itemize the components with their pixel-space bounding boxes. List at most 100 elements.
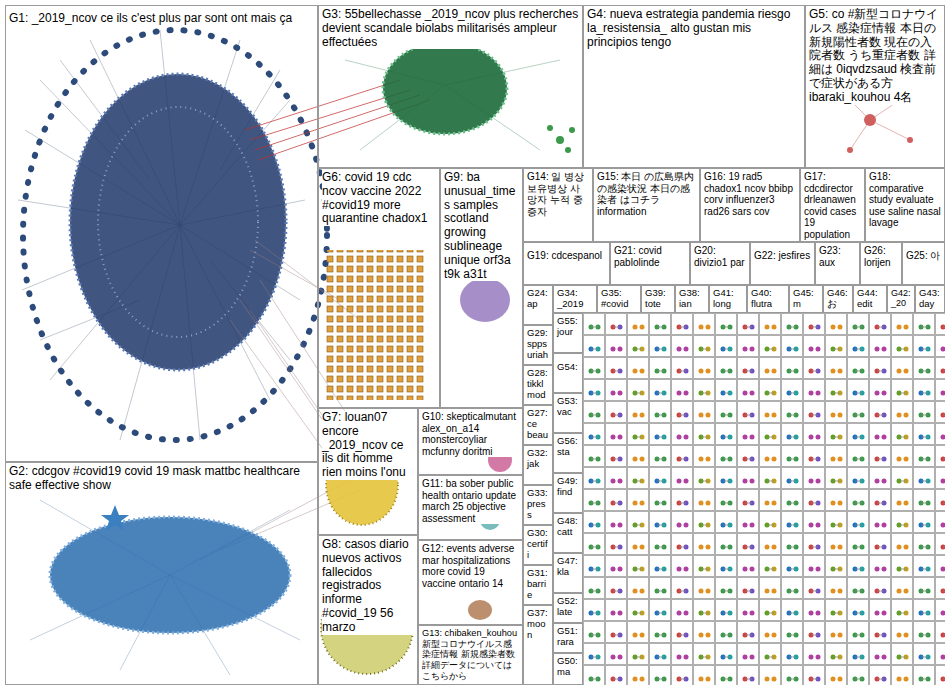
group-label: G56: sta [557,436,579,458]
group-box: G33: press [523,485,553,525]
group-label: G20: divizio1 par [694,245,746,268]
group-box: G12: events adverse mar hospitalizations… [418,540,523,625]
group-box: G42: _20 [887,285,915,313]
group-label: G7: louan07 encore _2019_ncov ce ils dit… [322,411,414,480]
group-label: G27: ce beau [527,408,549,441]
group-label: G26: lorijen [864,245,898,268]
group-label: G10: skepticalmutant alex_on_a14 monster… [422,411,519,457]
group-box: G20: divizio1 par [690,242,750,285]
group-label: G1: _2019_ncov ce ils c'est plus par son… [9,12,292,26]
group-box: G23: aux [815,242,860,285]
group-box: G56: sta [553,433,583,473]
group-box: G54: [553,353,583,393]
group-box: G14: 일 병상 보유병상 사망자 누적 중증자 [523,168,593,242]
group-label: G39: tote [645,288,671,310]
group-box: G35: #covid [597,285,641,313]
group-label: G16: 19 rad5 chadox1 ncov bbibp corv inf… [704,171,796,217]
group-box: G51: rara [553,623,583,653]
group-label: G51: rara [557,626,579,648]
group-box: G55: jour [553,313,583,353]
group-label: G8: casos diario nuevos activos fallecid… [322,538,414,635]
group-box: G6: covid 19 cdc ncov vaccine 2022 #covi… [318,168,440,408]
group-label: G37: moon [527,608,549,641]
group-box: G7: louan07 encore _2019_ncov ce ils dit… [318,408,418,535]
group-box: G4: nueva estrategia pandemia riesgo la_… [583,5,805,168]
group-label: G13: chibaken_kouhou 新型コロナウイルス感染症情報 新規感染… [422,628,519,681]
group-box: G48: catt [553,513,583,553]
group-label: G3: 55bellechasse _2019_ncov plus recher… [322,8,579,49]
group-label: G2: cdcgov #covid19 covid 19 mask mattbc… [9,465,314,493]
group-label: G43: day [919,288,941,310]
group-label: G9: ba unusual_times samples scotland gr… [444,171,519,281]
group-box: G15: 本日 の広島県内の感染状況 本日の感染者 はコチラ informati… [593,168,700,242]
group-box: G32: jak [523,445,553,485]
group-label: G42: _20 [891,288,911,309]
group-label: G49: find [557,476,579,498]
group-box: G13: chibaken_kouhou 新型コロナウイルス感染症情報 新規感染… [418,625,523,685]
group-box: G53: vac [553,393,583,433]
group-label: G24: ap [527,288,549,310]
group-label: G23: aux [819,245,856,268]
group-label: G32: jak [527,448,549,470]
group-label: G50: ma [557,656,579,678]
group-label: G5: co #新型コロナウイルス 感染症情報 本日の新規陽性者数 現在の入院者… [809,8,941,105]
group-box: G40: flutra [747,285,789,313]
group-label: G4: nueva estrategia pandemia riesgo la_… [587,8,801,49]
group-label: G28: tikkl mod [527,368,549,401]
group-box: G10: skepticalmutant alex_on_a14 monster… [418,408,523,475]
group-box: G50: ma [553,653,583,685]
group-label: G34: _2019 [557,288,593,310]
group-label: G25: 아 [906,250,940,262]
group-box: G9: ba unusual_times samples scotland gr… [440,168,523,408]
group-box: G2: cdcgov #covid19 covid 19 mask mattbc… [5,462,318,685]
group-label: G35: #covid [601,288,637,310]
group-box: G31: barrie [523,565,553,605]
group-box: G28: tikkl mod [523,365,553,405]
group-label: G38: ian [679,288,705,310]
group-box: G18: comparative study evaluate use sali… [865,168,945,242]
group-box: G11: ba sober public health ontario upda… [418,475,523,540]
group-box: G38: ian [675,285,709,313]
group-label: G30: certifi [527,528,549,561]
group-label: G29: spps uriah [527,328,549,361]
group-label: G6: covid 19 cdc ncov vaccine 2022 #covi… [322,171,436,226]
group-box: G45: m [789,285,823,313]
group-label: G19: cdcespanol [527,250,602,262]
group-label: G33: press [527,488,549,521]
group-label: G54: [557,362,578,373]
group-box: G29: spps uriah [523,325,553,365]
group-box: G46: お [823,285,853,313]
group-box: G49: find [553,473,583,513]
group-label: G52: late [557,596,579,618]
group-box: G16: 19 rad5 chadox1 ncov bbibp corv inf… [700,168,800,242]
group-label: G11: ba sober public health ontario upda… [422,478,519,524]
group-label: G55: jour [557,316,579,338]
group-box: G25: 아 [902,242,945,285]
group-label: G44: edit [857,288,883,310]
group-label: G40: flutra [751,288,785,310]
group-box: G17: cdcdirector drleanawen covid cases … [800,168,865,242]
group-box: G24: ap [523,285,553,325]
group-label: G22: jesfires [754,250,810,262]
group-label: G12: events adverse mar hospitalizations… [422,543,519,589]
group-box: G44: edit [853,285,887,313]
group-label: G15: 本日 の広島県内の感染状況 本日の感染者 はコチラ informati… [597,171,696,217]
group-box: G37: moon [523,605,553,685]
group-box: G19: cdcespanol [523,242,610,285]
group-box: G27: ce beau [523,405,553,445]
group-box: G21: covid pablolinde [610,242,690,285]
group-box: G39: tote [641,285,675,313]
group-box: G52: late [553,593,583,623]
group-label: G31: barrie [527,568,549,601]
group-label: G48: catt [557,516,579,538]
group-label: G46: お [827,288,849,310]
group-box: G41: long [709,285,747,313]
group-box: G22: jesfires [750,242,815,285]
group-label: G17: cdcdirector drleanawen covid cases … [804,171,861,240]
group-box: G8: casos diario nuevos activos fallecid… [318,535,418,685]
group-box: G47: kla [553,553,583,593]
group-box: G26: lorijen [860,242,902,285]
group-label: G47: kla [557,556,579,578]
group-label: G45: m [793,288,819,310]
